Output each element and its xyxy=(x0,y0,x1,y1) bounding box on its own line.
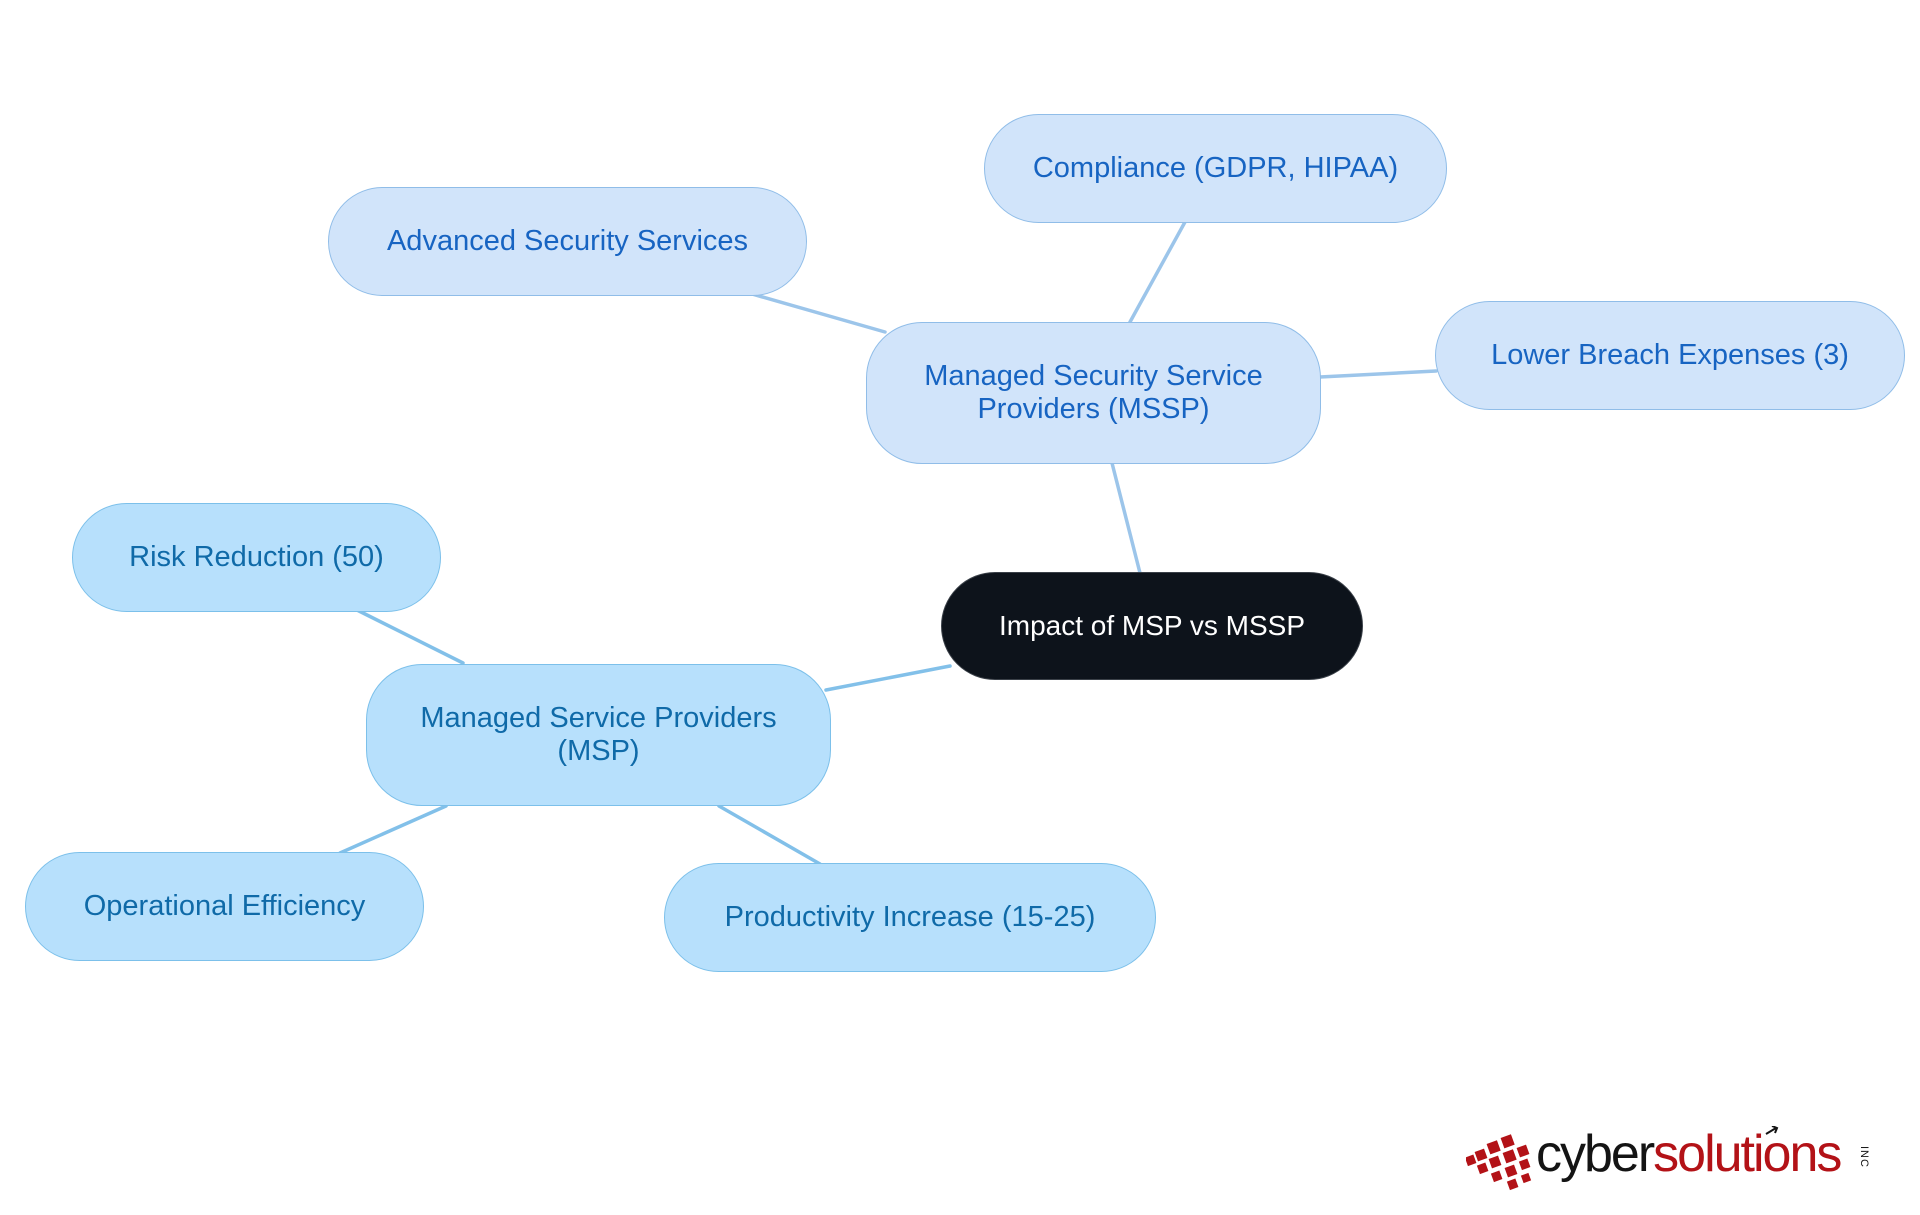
root-label: Impact of MSP vs MSSP xyxy=(998,610,1306,642)
leaf-label-compliance: Compliance (GDPR, HIPAA) xyxy=(1032,151,1399,184)
edge-msp-operational xyxy=(338,804,448,855)
edge-msp-productivity xyxy=(717,804,822,866)
edge-root-msp xyxy=(824,664,952,692)
branch-node-msp: Managed Service Providers (MSP) xyxy=(366,664,831,806)
root-node: Impact of MSP vs MSSP xyxy=(941,572,1363,680)
leaf-node-advanced-security: Advanced Security Services xyxy=(328,187,807,296)
leaf-node-productivity: Productivity Increase (15-25) xyxy=(664,863,1156,972)
cybersolutions-logo-icon xyxy=(1466,1126,1779,1191)
leaf-node-operational-efficiency: Operational Efficiency xyxy=(25,852,424,961)
leaf-node-lower-breach: Lower Breach Expenses (3) xyxy=(1435,301,1905,410)
edge-mssp-advanced xyxy=(750,292,887,334)
leaf-label-advanced-security: Advanced Security Services xyxy=(386,224,749,257)
leaf-label-lower-breach: Lower Breach Expenses (3) xyxy=(1491,338,1849,371)
logo-suffix: INC xyxy=(1858,1146,1870,1168)
leaf-node-compliance: Compliance (GDPR, HIPAA) xyxy=(984,114,1447,223)
leaf-label-risk-reduction: Risk Reduction (50) xyxy=(129,540,384,573)
leaf-node-risk-reduction: Risk Reduction (50) xyxy=(72,503,441,612)
edge-mssp-compliance xyxy=(1128,220,1187,324)
leaf-label-operational-efficiency: Operational Efficiency xyxy=(83,889,366,922)
logo-wordmark: cybersolutions xyxy=(1536,1124,1842,1184)
edge-root-mssp xyxy=(1110,461,1142,575)
branch-label-mssp: Managed Security Service Providers (MSSP… xyxy=(924,359,1263,425)
edge-msp-risk xyxy=(355,608,465,665)
branch-label-msp: Managed Service Providers (MSP) xyxy=(420,701,777,767)
leaf-label-productivity: Productivity Increase (15-25) xyxy=(724,900,1096,933)
edge-mssp-lower-breach xyxy=(1318,369,1438,379)
logo-text-red: solutions xyxy=(1653,1125,1842,1183)
branch-node-mssp: Managed Security Service Providers (MSSP… xyxy=(866,322,1321,464)
logo-text-dark: cyber xyxy=(1536,1125,1655,1183)
